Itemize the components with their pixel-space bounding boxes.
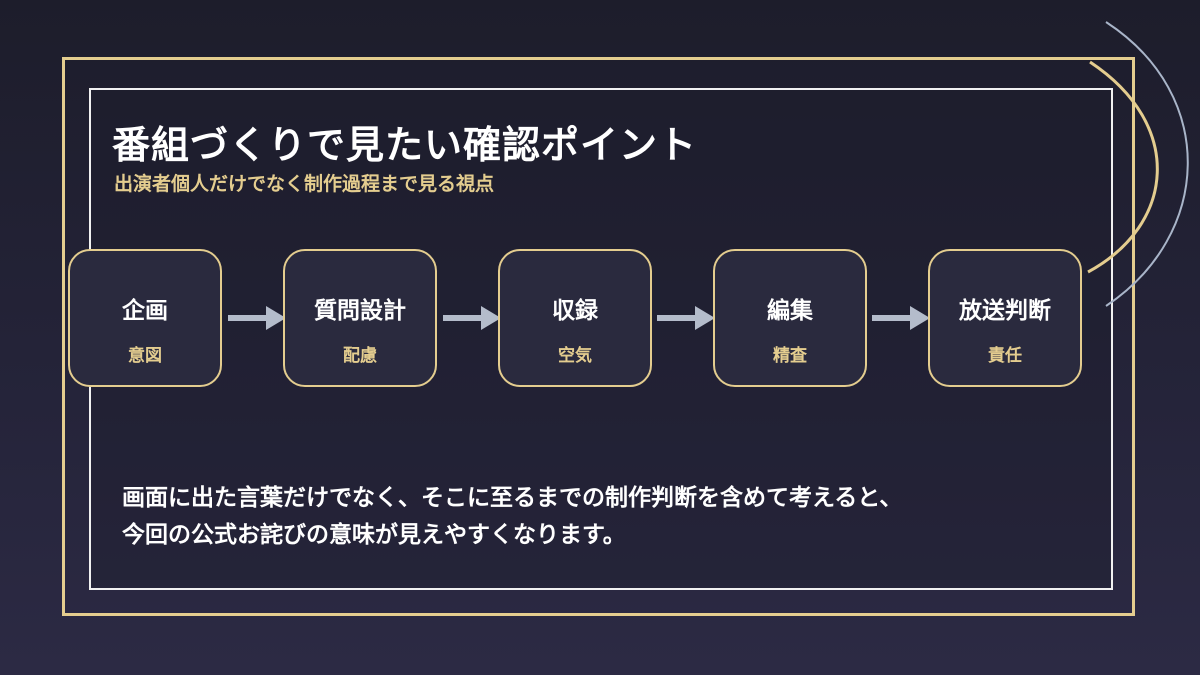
arrow-right-icon [443,306,501,330]
page-title: 番組づくりで見たい確認ポイント [112,123,698,167]
page-subtitle: 出演者個人だけでなく制作過程まで見る視点 [114,173,495,195]
step-sublabel: 意図 [128,346,162,366]
step-card-editing: 編集 精査 [713,249,867,387]
step-sublabel: 精査 [773,346,807,366]
step-card-planning: 企画 意図 [68,249,222,387]
step-card-recording: 収録 空気 [498,249,652,387]
step-sublabel: 配慮 [343,346,377,366]
step-sublabel: 空気 [558,346,592,366]
body-line-1: 画面に出た言葉だけでなく、そこに至るまでの制作判断を含めて考えると、 [122,485,903,511]
step-label: 企画 [122,298,168,324]
arrow-right-icon [657,306,715,330]
arrow-right-icon [228,306,286,330]
step-label: 編集 [767,298,813,324]
step-sublabel: 責任 [988,346,1022,366]
step-card-broadcast-decision: 放送判断 責任 [928,249,1082,387]
step-label: 放送判断 [959,298,1051,324]
arrow-right-icon [872,306,930,330]
step-label: 質問設計 [314,298,406,324]
step-label: 収録 [552,298,598,324]
step-card-question-design: 質問設計 配慮 [283,249,437,387]
body-text: 画面に出た言葉だけでなく、そこに至るまでの制作判断を含めて考えると、 今回の公式… [122,480,1082,554]
body-line-2: 今回の公式お詫びの意味が見えやすくなります。 [122,522,626,548]
outer-gold-frame [62,57,1135,616]
